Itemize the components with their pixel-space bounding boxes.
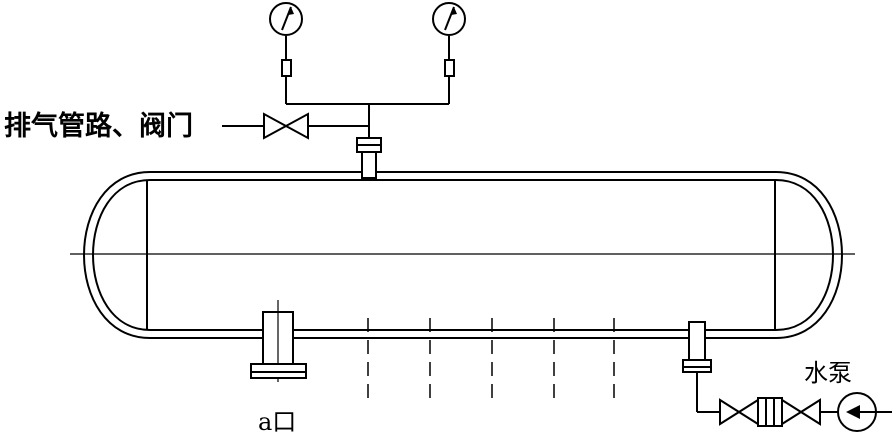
gate-valve-icon: [781, 398, 821, 426]
top-nozzle: [356, 137, 382, 179]
pressure-gauge-icon: [432, 2, 466, 36]
gate-valve-icon: [263, 112, 309, 140]
vent-label: 排气管路、阀门: [4, 110, 193, 142]
vessel-shell: [83, 171, 843, 339]
port-a-label: a口: [258, 408, 296, 436]
gate-valve-icon: [719, 398, 759, 426]
pump-label: 水泵: [804, 359, 852, 387]
bottom-left-nozzle: [250, 300, 307, 382]
gauge-piping: [281, 36, 455, 138]
strainer-icon: [757, 397, 783, 427]
bottom-right-nozzle: [682, 321, 720, 413]
dashed-markers: [367, 318, 615, 402]
pressure-gauge-icon: [269, 2, 303, 36]
pump-icon: [837, 392, 892, 432]
gauge-connector-left: [281, 59, 292, 77]
gauge-connector-right: [444, 59, 455, 77]
